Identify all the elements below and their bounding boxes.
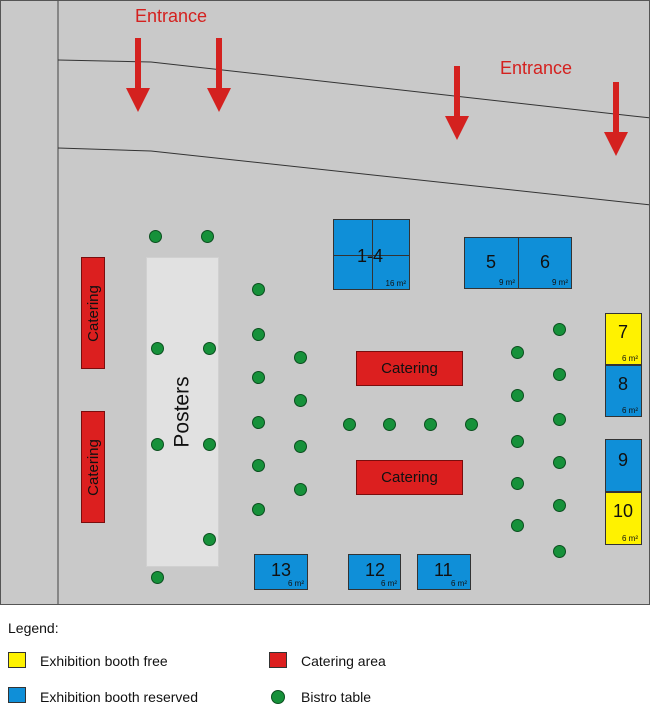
booth-12[interactable]: 12 6 m² <box>348 554 401 590</box>
booth-label: 5 <box>486 252 497 272</box>
entrance-arrow-2 <box>207 38 231 112</box>
catering-area-center-top: Catering <box>356 351 463 386</box>
bistro-table <box>151 438 164 451</box>
booth-label: 10 <box>613 501 634 521</box>
bistro-table <box>511 435 524 448</box>
bistro-table <box>553 545 566 558</box>
legend-title: Legend: <box>8 620 59 636</box>
booth-area: 6 m² <box>622 406 638 415</box>
booth-13[interactable]: 13 6 m² <box>254 554 308 590</box>
booth-area: 16 m² <box>385 279 406 288</box>
entrance-label-left: Entrance <box>135 6 208 26</box>
booth-label: 8 <box>618 374 629 394</box>
bistro-table <box>294 351 307 364</box>
bistro-table <box>201 230 214 243</box>
booth-area: 6 m² <box>288 579 304 588</box>
bistro-table <box>553 413 566 426</box>
bistro-table <box>553 323 566 336</box>
booth-area: 6 m² <box>622 354 638 363</box>
bistro-table <box>553 368 566 381</box>
booth-6[interactable]: 6 9 m² <box>518 237 572 289</box>
booth-1-4[interactable]: 1-4 16 m² <box>333 219 410 290</box>
entrance-arrow-3 <box>445 66 469 140</box>
booth-label: 1-4 <box>357 246 384 266</box>
booth-label: 9 <box>618 450 629 470</box>
catering-label: Catering <box>381 360 438 377</box>
bistro-table <box>553 456 566 469</box>
bistro-table <box>252 459 265 472</box>
booth-8[interactable]: 8 6 m² <box>605 365 642 417</box>
entrance-arrow-1 <box>126 38 150 112</box>
legend-label-booth-reserved: Exhibition booth reserved <box>40 689 198 705</box>
bistro-table <box>424 418 437 431</box>
legend-label-catering: Catering area <box>301 653 386 669</box>
bistro-table <box>294 394 307 407</box>
bistro-table <box>511 389 524 402</box>
legend-label-bistro-table: Bistro table <box>301 689 372 705</box>
bistro-table <box>511 346 524 359</box>
bistro-table <box>151 571 164 584</box>
booth-10[interactable]: 10 6 m² <box>605 492 642 545</box>
catering-area-center-bottom: Catering <box>356 460 463 495</box>
booth-9[interactable]: 9 <box>605 439 642 492</box>
catering-label: Catering <box>84 284 102 342</box>
bistro-table <box>294 483 307 496</box>
booth-area: 9 m² <box>499 278 515 287</box>
bistro-table <box>511 519 524 532</box>
bistro-table <box>203 533 216 546</box>
legend-swatch-catering <box>269 652 287 668</box>
bistro-table <box>252 283 265 296</box>
bistro-table <box>343 418 356 431</box>
bistro-table <box>553 499 566 512</box>
bistro-table <box>252 416 265 429</box>
bistro-table <box>149 230 162 243</box>
legend-swatch-booth-free <box>8 652 26 668</box>
booth-area: 6 m² <box>381 579 397 588</box>
catering-label: Catering <box>381 469 438 486</box>
bistro-table <box>203 438 216 451</box>
booth-area: 6 m² <box>622 534 638 543</box>
booth-label: 13 <box>271 560 292 580</box>
catering-area-left-bottom: Catering <box>81 411 105 523</box>
booth-area: 9 m² <box>552 278 568 287</box>
entrance-label-right: Entrance <box>500 58 573 78</box>
booth-11[interactable]: 11 6 m² <box>417 554 471 590</box>
booth-label: 11 <box>434 560 453 580</box>
booth-label: 7 <box>618 322 629 342</box>
bistro-table <box>294 440 307 453</box>
bistro-table <box>252 328 265 341</box>
bistro-table <box>511 477 524 490</box>
booth-7[interactable]: 7 6 m² <box>605 313 642 365</box>
bistro-table <box>465 418 478 431</box>
legend-swatch-booth-reserved <box>8 687 26 703</box>
posters-area: Posters <box>146 257 219 567</box>
posters-label: Posters <box>170 376 194 448</box>
booth-label: 6 <box>540 252 551 272</box>
booth-label: 12 <box>365 560 386 580</box>
wall-lines <box>57 1 649 604</box>
booth-area: 6 m² <box>451 579 467 588</box>
entrance-arrow-4 <box>604 82 628 156</box>
bistro-table <box>151 342 164 355</box>
floor-plan: Entrance Entrance 1-4 16 m² 5 9 m² 6 9 m… <box>0 0 650 605</box>
bistro-table <box>383 418 396 431</box>
bistro-table <box>252 371 265 384</box>
catering-area-left-top: Catering <box>81 257 105 369</box>
catering-label: Catering <box>84 438 102 496</box>
booth-5[interactable]: 5 9 m² <box>464 237 519 289</box>
legend-label-booth-free: Exhibition booth free <box>40 653 168 669</box>
bistro-table <box>252 503 265 516</box>
bistro-table <box>203 342 216 355</box>
legend-dot-bistro-table <box>271 690 285 704</box>
